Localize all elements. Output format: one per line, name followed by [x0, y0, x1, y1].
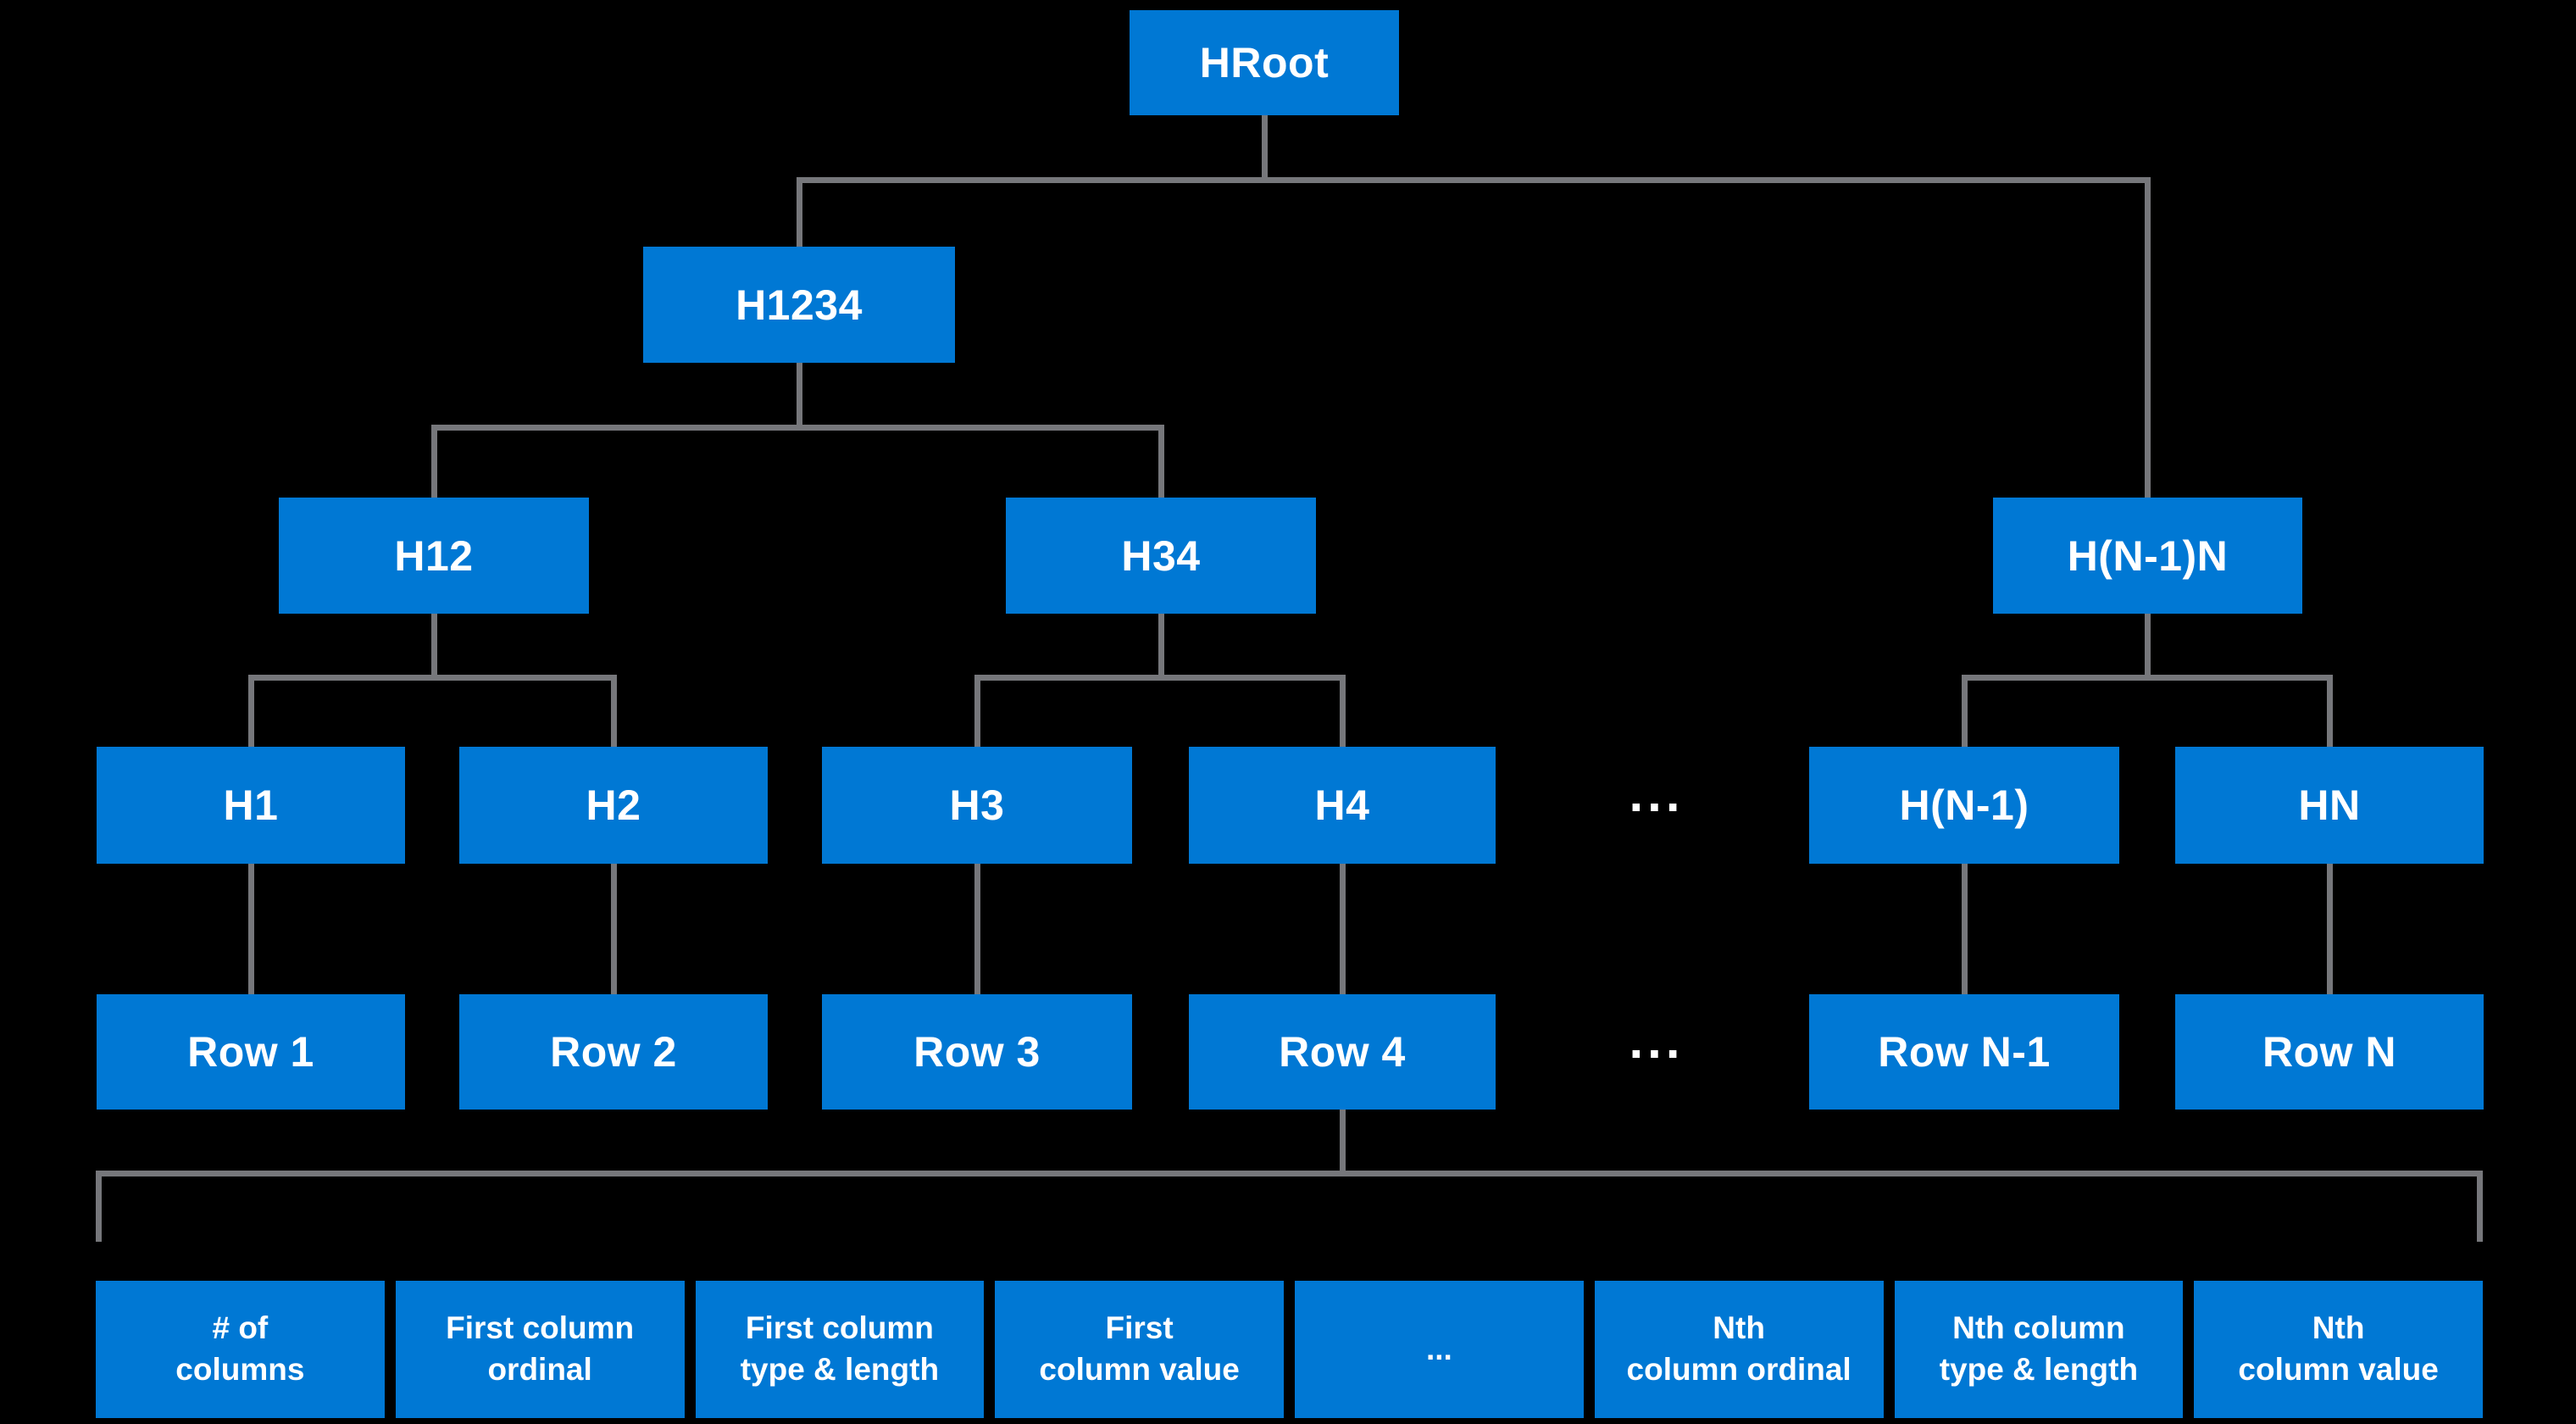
connector-line — [431, 425, 437, 499]
field-nth-value: Nth column value — [2194, 1281, 2483, 1418]
connector-line — [1340, 864, 1346, 994]
connector-line — [2327, 675, 2333, 748]
connector-line — [1262, 115, 1268, 181]
node-hroot: HRoot — [1130, 10, 1399, 115]
field-nth-type-length: Nth column type & length — [1894, 1281, 2184, 1418]
node-hn1: H(N-1) — [1809, 747, 2119, 864]
row-field-layout: # of columns First column ordinal First … — [96, 1281, 2483, 1418]
connector-line — [611, 675, 617, 748]
field-num-columns: # of columns — [96, 1281, 385, 1418]
connector-line — [1962, 675, 1968, 748]
connector-line — [797, 177, 2150, 183]
field-nth-ordinal: Nth column ordinal — [1594, 1281, 1884, 1418]
connector-line — [2145, 614, 2151, 677]
node-h12: H12 — [279, 498, 589, 614]
connector-line — [974, 675, 980, 748]
node-row-n1: Row N-1 — [1809, 994, 2119, 1110]
field-ellipsis: ... — [1295, 1281, 1584, 1418]
connector-line — [2145, 177, 2151, 499]
ellipsis-row-level: ... — [1629, 1011, 1685, 1069]
connector-line — [797, 177, 802, 248]
connector-line — [96, 1171, 2483, 1176]
connector-line — [248, 864, 254, 994]
node-hn: HN — [2175, 747, 2484, 864]
node-h1234: H1234 — [643, 247, 955, 363]
connector-line — [974, 675, 1346, 681]
connector-line — [1962, 675, 2333, 681]
connector-line — [248, 675, 617, 681]
connector-line — [96, 1171, 102, 1242]
connector-line — [611, 864, 617, 994]
node-h3: H3 — [822, 747, 1132, 864]
node-row-1: Row 1 — [97, 994, 405, 1110]
node-h34: H34 — [1006, 498, 1316, 614]
node-hn1n: H(N-1)N — [1993, 498, 2302, 614]
node-h1: H1 — [97, 747, 405, 864]
node-row-3: Row 3 — [822, 994, 1132, 1110]
connector-line — [248, 675, 254, 748]
field-first-type-length: First column type & length — [695, 1281, 985, 1418]
connector-line — [1158, 614, 1164, 677]
node-row-2: Row 2 — [459, 994, 768, 1110]
connector-line — [1158, 425, 1164, 499]
connector-line — [2327, 864, 2333, 994]
field-first-ordinal: First column ordinal — [395, 1281, 685, 1418]
node-row-4: Row 4 — [1189, 994, 1496, 1110]
field-first-value: First column value — [995, 1281, 1284, 1418]
connector-line — [1340, 675, 1346, 748]
connector-line — [431, 425, 1164, 431]
connector-line — [1340, 1110, 1346, 1176]
connector-line — [797, 363, 802, 431]
connector-line — [1962, 864, 1968, 994]
node-h2: H2 — [459, 747, 768, 864]
connector-line — [2477, 1171, 2483, 1242]
node-row-n: Row N — [2175, 994, 2484, 1110]
ellipsis-hash-level: ... — [1629, 765, 1685, 822]
connector-line — [974, 864, 980, 994]
node-h4: H4 — [1189, 747, 1496, 864]
connector-line — [431, 614, 437, 677]
